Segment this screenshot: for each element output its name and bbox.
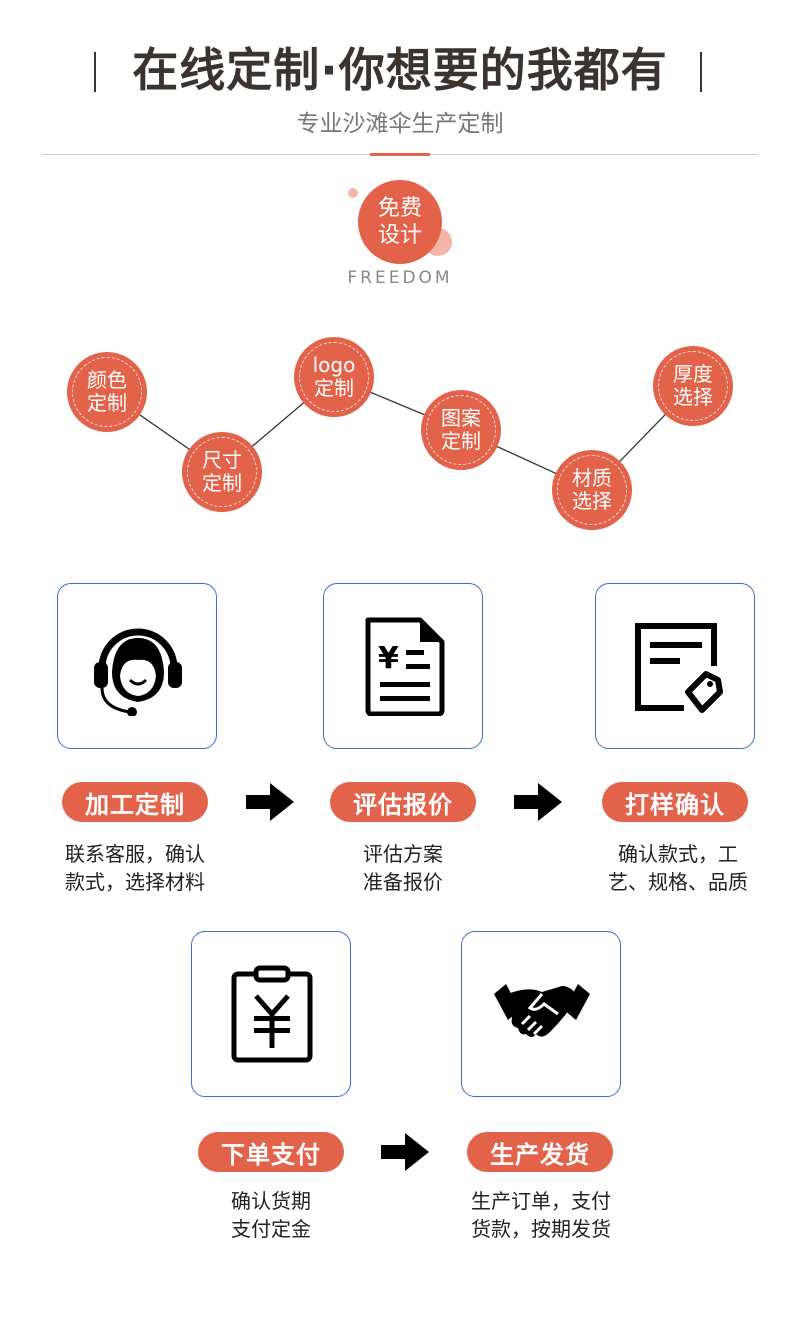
desc-line: 确认款式，工 [618,842,738,866]
desc-line: 评估方案 [363,842,443,866]
page-title: 在线定制·你想要的我都有 [132,43,668,97]
step-box-quote: ¥ [323,583,483,749]
title-left-bar [94,52,96,92]
payment-clipboard-icon [231,965,313,1063]
title-right-bar [700,52,702,92]
desc-line: 款式，选择材料 [65,870,205,894]
desc-line: 生产订单，支付 [471,1189,611,1213]
step-box-process [57,583,217,749]
option-line2: 定制 [202,471,242,495]
free-design-badge: 免费设计 [358,180,442,264]
option-thickness: 厚度选择 [653,346,733,426]
step-label-delivery: 生产发货 [467,1132,613,1172]
option-line1: 材质 [572,466,612,490]
option-line2: 选择 [572,489,612,513]
handshake-icon [494,984,590,1037]
step-desc-delivery: 生产订单，支付 货款，按期发货 [441,1187,641,1243]
page-subtitle: 专业沙滩伞生产定制 [296,111,504,137]
arrow-right-icon [514,783,562,821]
option-color: 颜色定制 [67,352,147,432]
step-desc-quote: 评估方案 准备报价 [303,840,503,896]
network-lines [106,376,694,491]
option-pattern: 图案定制 [421,390,501,470]
step-desc-process: 联系客服，确认 款式，选择材料 [35,840,235,896]
step-label-sample: 打样确认 [602,782,748,822]
arrow-right-icon [246,783,294,821]
step-desc-sample: 确认款式，工 艺、规格、品质 [578,840,778,896]
edit-tag-icon [635,623,723,713]
arrow-right-icon [381,1133,429,1171]
option-size: 尺寸定制 [182,432,262,512]
price-document-icon: ¥ [365,617,445,716]
option-material: 材质选择 [552,450,632,530]
option-line1: logo [312,353,356,377]
svg-text:¥: ¥ [378,641,399,676]
divider-accent [370,153,430,156]
badge-subtitle: FREEDOM [347,268,453,288]
step-label-quote: 评估报价 [330,782,476,822]
option-line1: 图案 [441,406,481,430]
option-line1: 颜色 [87,368,127,392]
step-desc-payment: 确认货期 支付定金 [171,1187,371,1243]
desc-line: 支付定金 [231,1217,311,1241]
option-line2: 定制 [441,429,481,453]
desc-line: 艺、规格、品质 [608,870,748,894]
option-line2: 定制 [313,376,354,400]
desc-line: 确认货期 [231,1189,311,1213]
desc-line: 联系客服，确认 [65,842,205,866]
step-box-payment [191,931,351,1097]
step-box-sample [595,583,755,749]
desc-line: 准备报价 [363,870,443,894]
option-line1: 厚度 [673,362,713,386]
customer-service-headset-icon [94,628,182,716]
option-line1: 尺寸 [202,448,242,472]
step-label-process: 加工定制 [62,782,208,822]
desc-line: 货款，按期发货 [471,1217,611,1241]
option-line2: 定制 [87,391,127,415]
badge-line2: 设计 [377,223,422,248]
option-line2: 选择 [673,385,713,409]
badge-line1: 免费 [377,196,422,221]
step-label-payment: 下单支付 [198,1132,344,1172]
decor-dot [348,188,358,198]
step-box-delivery [461,931,621,1097]
